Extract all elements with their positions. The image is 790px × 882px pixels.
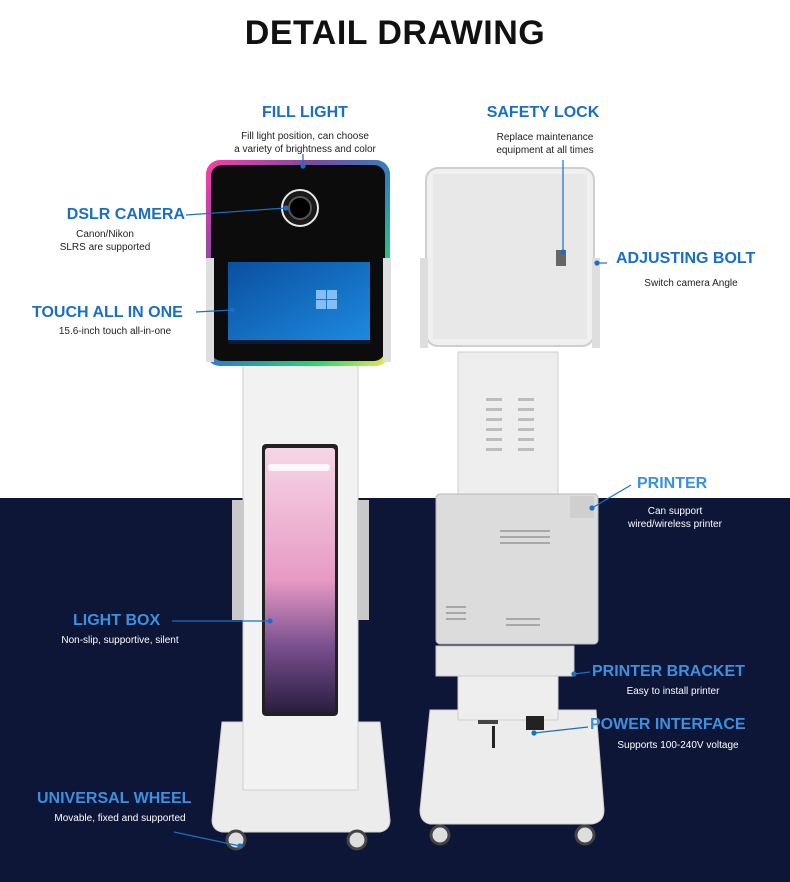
desc-light-box: Non-slip, supportive, silent bbox=[61, 635, 179, 646]
desc-printer: Can support wired/wireless printer bbox=[628, 506, 722, 530]
label-printer-bracket: PRINTER BRACKET bbox=[592, 663, 745, 680]
desc-touch-all-in-one: 15.6-inch touch all-in-one bbox=[58, 326, 172, 337]
label-power-interface: POWER INTERFACE bbox=[590, 716, 746, 733]
desc-adjusting-bolt: Switch camera Angle bbox=[644, 278, 738, 289]
label-light-box: LIGHT BOX bbox=[73, 612, 161, 629]
desc-universal-wheel: Movable, fixed and supported bbox=[54, 813, 186, 824]
label-touch-all-in-one: TOUCH ALL IN ONE bbox=[32, 304, 183, 321]
background-top bbox=[0, 0, 790, 498]
desc-printer-bracket: Easy to install printer bbox=[626, 686, 720, 697]
background-bottom-band bbox=[0, 498, 790, 882]
desc-power-interface: Supports 100-240V voltage bbox=[617, 740, 739, 751]
rear-device bbox=[419, 167, 605, 846]
desc-dslr-camera: Canon/Nikon SLRS are supported bbox=[59, 229, 151, 253]
label-dslr-camera: DSLR CAMERA bbox=[66, 206, 185, 223]
label-printer: PRINTER bbox=[637, 475, 708, 492]
label-adjusting-bolt: ADJUSTING BOLT bbox=[616, 250, 756, 267]
front-device bbox=[206, 160, 391, 851]
desc-safety-lock: Replace maintenance equipment at all tim… bbox=[496, 132, 594, 156]
label-universal-wheel: UNIVERSAL WHEEL bbox=[37, 790, 192, 807]
label-safety-lock: SAFETY LOCK bbox=[486, 104, 600, 121]
desc-fill-light: Fill light position, can choose a variet… bbox=[234, 131, 376, 155]
label-fill-light: FILL LIGHT bbox=[262, 104, 348, 121]
page-title: DETAIL DRAWING bbox=[244, 14, 546, 52]
